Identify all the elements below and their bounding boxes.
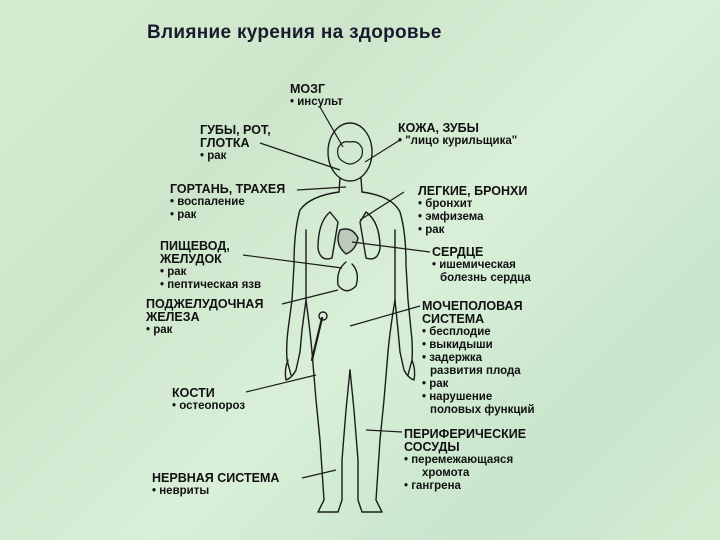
label-skin-item: • "лицо курильщика": [398, 135, 518, 147]
label-urogenital-item-5: • рак: [422, 378, 449, 390]
arm-bone-joint: [318, 311, 328, 321]
label-vessels: ПЕРИФЕРИЧЕСКИЕ СОСУДЫ • перемежающаяся х…: [404, 428, 526, 493]
label-esophagus-item-2: • пептическая язв: [160, 279, 262, 291]
label-lungs-item-3: • рак: [418, 224, 445, 236]
label-larynx-head: ГОРТАНЬ, ТРАХЕЯ: [170, 182, 286, 196]
label-heart: СЕРДЦЕ • ишемическая болезнь сердца: [432, 246, 531, 285]
label-urogenital-item-2: • выкидыши: [422, 339, 493, 351]
label-urogenital-item-6: • нарушение: [422, 391, 493, 403]
hip-outline: [305, 299, 396, 353]
heart-organ: [337, 228, 359, 255]
pointer-lines: [242, 106, 431, 479]
label-vessels-item-3: • гангрена: [404, 480, 461, 492]
label-urogenital-item-3: • задержка: [422, 352, 483, 364]
label-vessels-head-1: ПЕРИФЕРИЧЕСКИЕ: [404, 427, 527, 441]
label-pancreas-item: • рак: [146, 324, 173, 336]
label-skin: КОЖА, ЗУБЫ • "лицо курильщика": [398, 122, 517, 148]
left-leg-outline: [311, 351, 351, 513]
label-larynx-item-2: • рак: [170, 209, 197, 221]
label-urogenital-item-4: развития плода: [430, 365, 521, 377]
label-bones-head: КОСТИ: [172, 386, 215, 400]
label-urogenital-item-7: половых функций: [430, 404, 535, 416]
label-pancreas-head-2: ЖЕЛЕЗА: [146, 310, 200, 324]
label-brain-head: МОЗГ: [290, 82, 326, 96]
label-vessels-head-2: СОСУДЫ: [404, 440, 460, 454]
pointer-lungs: [359, 191, 405, 221]
label-lungs-head: ЛЕГКИЕ, БРОНХИ: [418, 184, 528, 198]
pointer-esophagus: [242, 254, 343, 269]
pointer-heart: [351, 241, 431, 253]
torso-outline: [285, 191, 414, 376]
slide-title: Влияние курения на здоровье: [147, 22, 442, 43]
right-hand-outline: [399, 351, 416, 381]
brain-organ: [337, 141, 363, 165]
label-lips: ГУБЫ, РОТ, ГЛОТКА • рак: [200, 124, 271, 163]
neck-outline: [338, 177, 363, 193]
label-nervous-item: • невриты: [152, 485, 210, 497]
label-urogenital: МОЧЕПОЛОВАЯ СИСТЕМА • бесплодие • выкиды…: [422, 300, 535, 417]
right-leg-outline: [349, 351, 389, 513]
label-skin-head: КОЖА, ЗУБЫ: [398, 121, 479, 135]
pointer-nervous: [301, 469, 337, 479]
label-esophagus-head-1: ПИЩЕВОД,: [160, 239, 230, 253]
label-nervous: НЕРВНАЯ СИСТЕМА • невриты: [152, 472, 279, 498]
arm-bone: [310, 316, 324, 362]
label-lungs: ЛЕГКИЕ, БРОНХИ • бронхит • эмфизема • ра…: [418, 185, 527, 237]
label-larynx-item-1: • воспаление: [170, 196, 245, 208]
label-lips-head-1: ГУБЫ, РОТ,: [200, 123, 271, 137]
label-pancreas-head-1: ПОДЖЕЛУДОЧНАЯ: [146, 297, 264, 311]
label-lips-item: • рак: [200, 150, 227, 162]
label-esophagus-item-1: • рак: [160, 266, 187, 278]
label-nervous-head: НЕРВНАЯ СИСТЕМА: [152, 471, 280, 485]
label-urogenital-head-2: СИСТЕМА: [422, 312, 485, 326]
left-hand-outline: [284, 351, 301, 381]
label-pancreas: ПОДЖЕЛУДОЧНАЯ ЖЕЛЕЗА • рак: [146, 298, 263, 337]
label-vessels-item-1: • перемежающаяся: [404, 454, 514, 466]
right-lung: [359, 211, 381, 260]
label-brain: МОЗГ • инсульт: [290, 83, 343, 109]
pointer-bones: [245, 374, 317, 393]
pointer-vessels: [365, 429, 403, 433]
label-urogenital-head-1: МОЧЕПОЛОВАЯ: [422, 299, 523, 313]
pointer-urogenital: [349, 305, 421, 327]
label-heart-head: СЕРДЦЕ: [432, 245, 484, 259]
label-heart-item-1: • ишемическая: [432, 259, 516, 271]
label-bones: КОСТИ • остеопороз: [172, 387, 245, 413]
pointer-larynx: [296, 186, 347, 191]
label-esophagus: ПИЩЕВОД, ЖЕЛУДОК • рак • пептическая язв: [160, 240, 261, 292]
pointer-lips: [259, 142, 341, 171]
label-esophagus-head-2: ЖЕЛУДОК: [160, 252, 222, 266]
left-lung: [317, 211, 339, 260]
label-heart-item-2: болезнь сердца: [440, 272, 531, 284]
inner-arm-outline: [299, 229, 401, 353]
label-urogenital-item-1: • бесплодие: [422, 326, 491, 338]
pointer-brain: [319, 106, 344, 148]
pointer-pancreas: [281, 289, 339, 305]
label-larynx: ГОРТАНЬ, ТРАХЕЯ • воспаление • рак: [170, 183, 285, 222]
label-lungs-item-1: • бронхит: [418, 198, 473, 210]
label-lungs-item-2: • эмфизема: [418, 211, 484, 223]
label-bones-item: • остеопороз: [172, 400, 246, 412]
head-outline: [327, 122, 373, 182]
pointer-skin: [364, 139, 401, 163]
stomach-organ: [336, 261, 359, 292]
label-vessels-item-2: хромота: [422, 467, 470, 479]
label-brain-item: • инсульт: [290, 96, 343, 108]
label-lips-head-2: ГЛОТКА: [200, 136, 250, 150]
